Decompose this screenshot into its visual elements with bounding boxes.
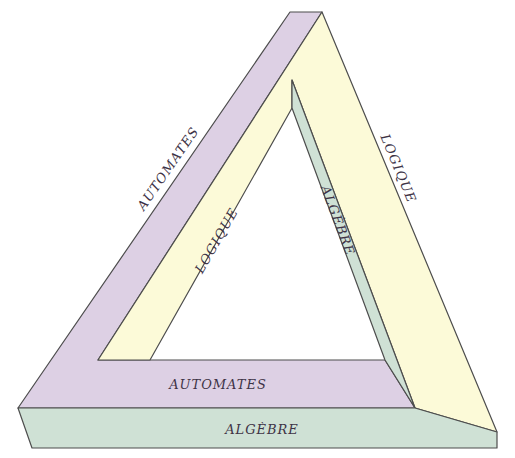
yellow-band	[98, 12, 497, 432]
band-label: AUTOMATES	[169, 378, 267, 391]
green-bottom-face	[18, 408, 497, 448]
band-label: ALGÈBRE	[225, 423, 299, 436]
green-inner-face	[292, 80, 415, 408]
